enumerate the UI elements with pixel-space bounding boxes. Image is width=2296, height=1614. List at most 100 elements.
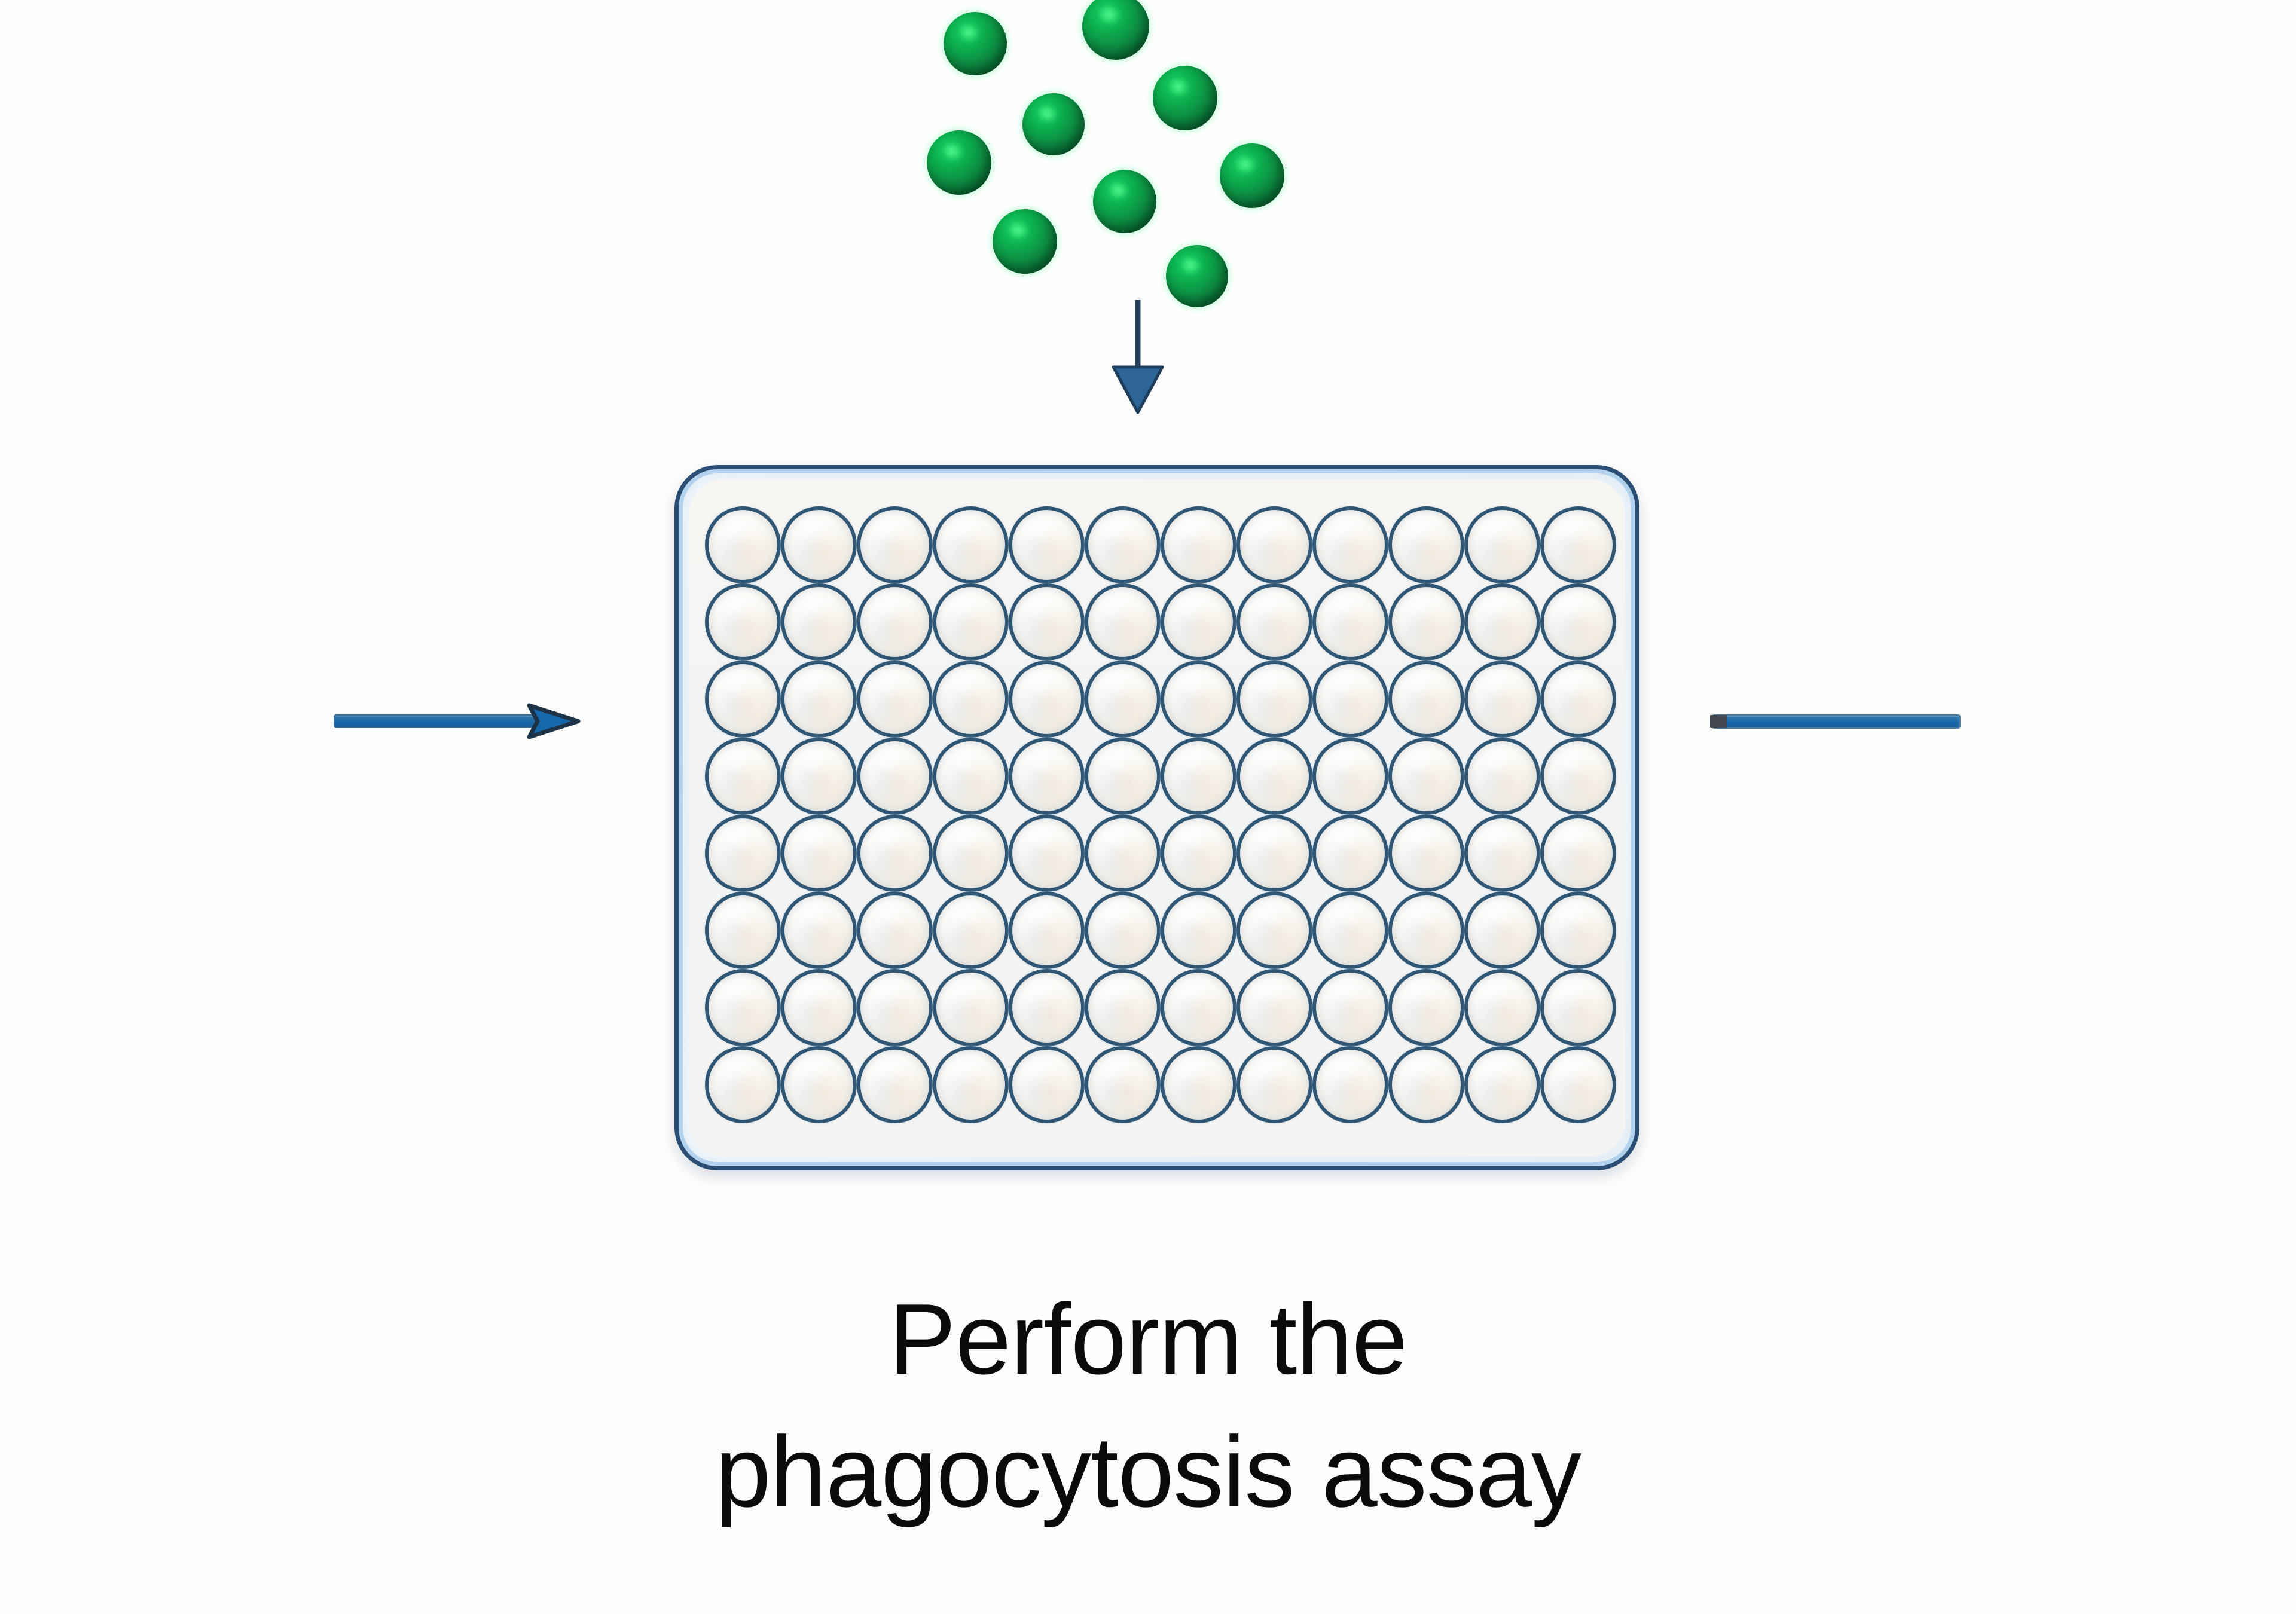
- well-r8-c8[interactable]: [1236, 1046, 1312, 1123]
- well-r6-c12[interactable]: [1540, 892, 1616, 969]
- well-r6-c8[interactable]: [1236, 892, 1312, 969]
- well-r6-c4[interactable]: [933, 892, 1009, 969]
- well-r5-c5[interactable]: [1009, 815, 1085, 892]
- well-r2-c1[interactable]: [705, 583, 781, 661]
- well-r4-c2[interactable]: [781, 738, 857, 815]
- well-r4-c9[interactable]: [1312, 738, 1388, 815]
- well-r3-c9[interactable]: [1312, 661, 1388, 738]
- well-r4-c7[interactable]: [1161, 738, 1236, 815]
- well-content: [936, 664, 1005, 734]
- well-r5-c6[interactable]: [1085, 815, 1161, 892]
- well-r4-c1[interactable]: [705, 738, 781, 815]
- well-r5-c8[interactable]: [1236, 815, 1312, 892]
- well-r4-c6[interactable]: [1085, 738, 1161, 815]
- well-r7-c12[interactable]: [1540, 969, 1616, 1046]
- well-r3-c3[interactable]: [857, 661, 933, 738]
- well-r2-c10[interactable]: [1388, 583, 1464, 661]
- well-r7-c10[interactable]: [1388, 969, 1464, 1046]
- well-r6-c6[interactable]: [1085, 892, 1161, 969]
- well-r7-c7[interactable]: [1161, 969, 1236, 1046]
- well-r5-c3[interactable]: [857, 815, 933, 892]
- well-r1-c9[interactable]: [1312, 506, 1388, 583]
- well-r3-c11[interactable]: [1464, 661, 1540, 738]
- well-r1-c10[interactable]: [1388, 506, 1464, 583]
- well-r1-c7[interactable]: [1161, 506, 1236, 583]
- well-r3-c5[interactable]: [1009, 661, 1085, 738]
- well-r2-c11[interactable]: [1464, 583, 1540, 661]
- well-r2-c5[interactable]: [1009, 583, 1085, 661]
- well-r7-c4[interactable]: [933, 969, 1009, 1046]
- bead-8-icon: [993, 209, 1057, 274]
- well-r1-c1[interactable]: [705, 506, 781, 583]
- well-r3-c7[interactable]: [1161, 661, 1236, 738]
- well-r7-c11[interactable]: [1464, 969, 1540, 1046]
- well-r8-c3[interactable]: [857, 1046, 933, 1123]
- well-r1-c12[interactable]: [1540, 506, 1616, 583]
- well-r5-c7[interactable]: [1161, 815, 1236, 892]
- well-r1-c3[interactable]: [857, 506, 933, 583]
- microplate[interactable]: [674, 465, 1639, 1170]
- well-r2-c9[interactable]: [1312, 583, 1388, 661]
- well-r5-c2[interactable]: [781, 815, 857, 892]
- well-r7-c9[interactable]: [1312, 969, 1388, 1046]
- well-r6-c9[interactable]: [1312, 892, 1388, 969]
- well-r4-c11[interactable]: [1464, 738, 1540, 815]
- well-r6-c3[interactable]: [857, 892, 933, 969]
- well-r5-c4[interactable]: [933, 815, 1009, 892]
- well-r8-c12[interactable]: [1540, 1046, 1616, 1123]
- well-r2-c4[interactable]: [933, 583, 1009, 661]
- well-r1-c11[interactable]: [1464, 506, 1540, 583]
- well-r5-c10[interactable]: [1388, 815, 1464, 892]
- well-r7-c5[interactable]: [1009, 969, 1085, 1046]
- well-r7-c1[interactable]: [705, 969, 781, 1046]
- well-r8-c4[interactable]: [933, 1046, 1009, 1123]
- well-r8-c1[interactable]: [705, 1046, 781, 1123]
- well-r5-c9[interactable]: [1312, 815, 1388, 892]
- well-r8-c7[interactable]: [1161, 1046, 1236, 1123]
- well-r4-c10[interactable]: [1388, 738, 1464, 815]
- well-r6-c5[interactable]: [1009, 892, 1085, 969]
- well-r6-c2[interactable]: [781, 892, 857, 969]
- well-r8-c6[interactable]: [1085, 1046, 1161, 1123]
- well-r5-c1[interactable]: [705, 815, 781, 892]
- well-r5-c12[interactable]: [1540, 815, 1616, 892]
- well-r3-c10[interactable]: [1388, 661, 1464, 738]
- well-r1-c2[interactable]: [781, 506, 857, 583]
- well-r3-c12[interactable]: [1540, 661, 1616, 738]
- well-r4-c3[interactable]: [857, 738, 933, 815]
- well-r1-c4[interactable]: [933, 506, 1009, 583]
- well-r1-c8[interactable]: [1236, 506, 1312, 583]
- well-r7-c8[interactable]: [1236, 969, 1312, 1046]
- well-r4-c12[interactable]: [1540, 738, 1616, 815]
- well-r4-c5[interactable]: [1009, 738, 1085, 815]
- well-r6-c11[interactable]: [1464, 892, 1540, 969]
- well-r2-c6[interactable]: [1085, 583, 1161, 661]
- well-r6-c1[interactable]: [705, 892, 781, 969]
- well-r8-c9[interactable]: [1312, 1046, 1388, 1123]
- well-r6-c10[interactable]: [1388, 892, 1464, 969]
- well-content: [1012, 895, 1081, 965]
- well-r1-c5[interactable]: [1009, 506, 1085, 583]
- well-r3-c1[interactable]: [705, 661, 781, 738]
- well-r3-c4[interactable]: [933, 661, 1009, 738]
- well-r8-c10[interactable]: [1388, 1046, 1464, 1123]
- well-r4-c4[interactable]: [933, 738, 1009, 815]
- well-r8-c5[interactable]: [1009, 1046, 1085, 1123]
- well-r3-c2[interactable]: [781, 661, 857, 738]
- well-r1-c6[interactable]: [1085, 506, 1161, 583]
- well-r7-c2[interactable]: [781, 969, 857, 1046]
- well-r2-c7[interactable]: [1161, 583, 1236, 661]
- well-r4-c8[interactable]: [1236, 738, 1312, 815]
- well-r7-c6[interactable]: [1085, 969, 1161, 1046]
- well-r7-c3[interactable]: [857, 969, 933, 1046]
- well-r8-c2[interactable]: [781, 1046, 857, 1123]
- well-r3-c8[interactable]: [1236, 661, 1312, 738]
- well-r8-c11[interactable]: [1464, 1046, 1540, 1123]
- well-r2-c2[interactable]: [781, 583, 857, 661]
- well-r2-c12[interactable]: [1540, 583, 1616, 661]
- well-r6-c7[interactable]: [1161, 892, 1236, 969]
- well-r3-c6[interactable]: [1085, 661, 1161, 738]
- well-r2-c3[interactable]: [857, 583, 933, 661]
- well-r2-c8[interactable]: [1236, 583, 1312, 661]
- well-r5-c11[interactable]: [1464, 815, 1540, 892]
